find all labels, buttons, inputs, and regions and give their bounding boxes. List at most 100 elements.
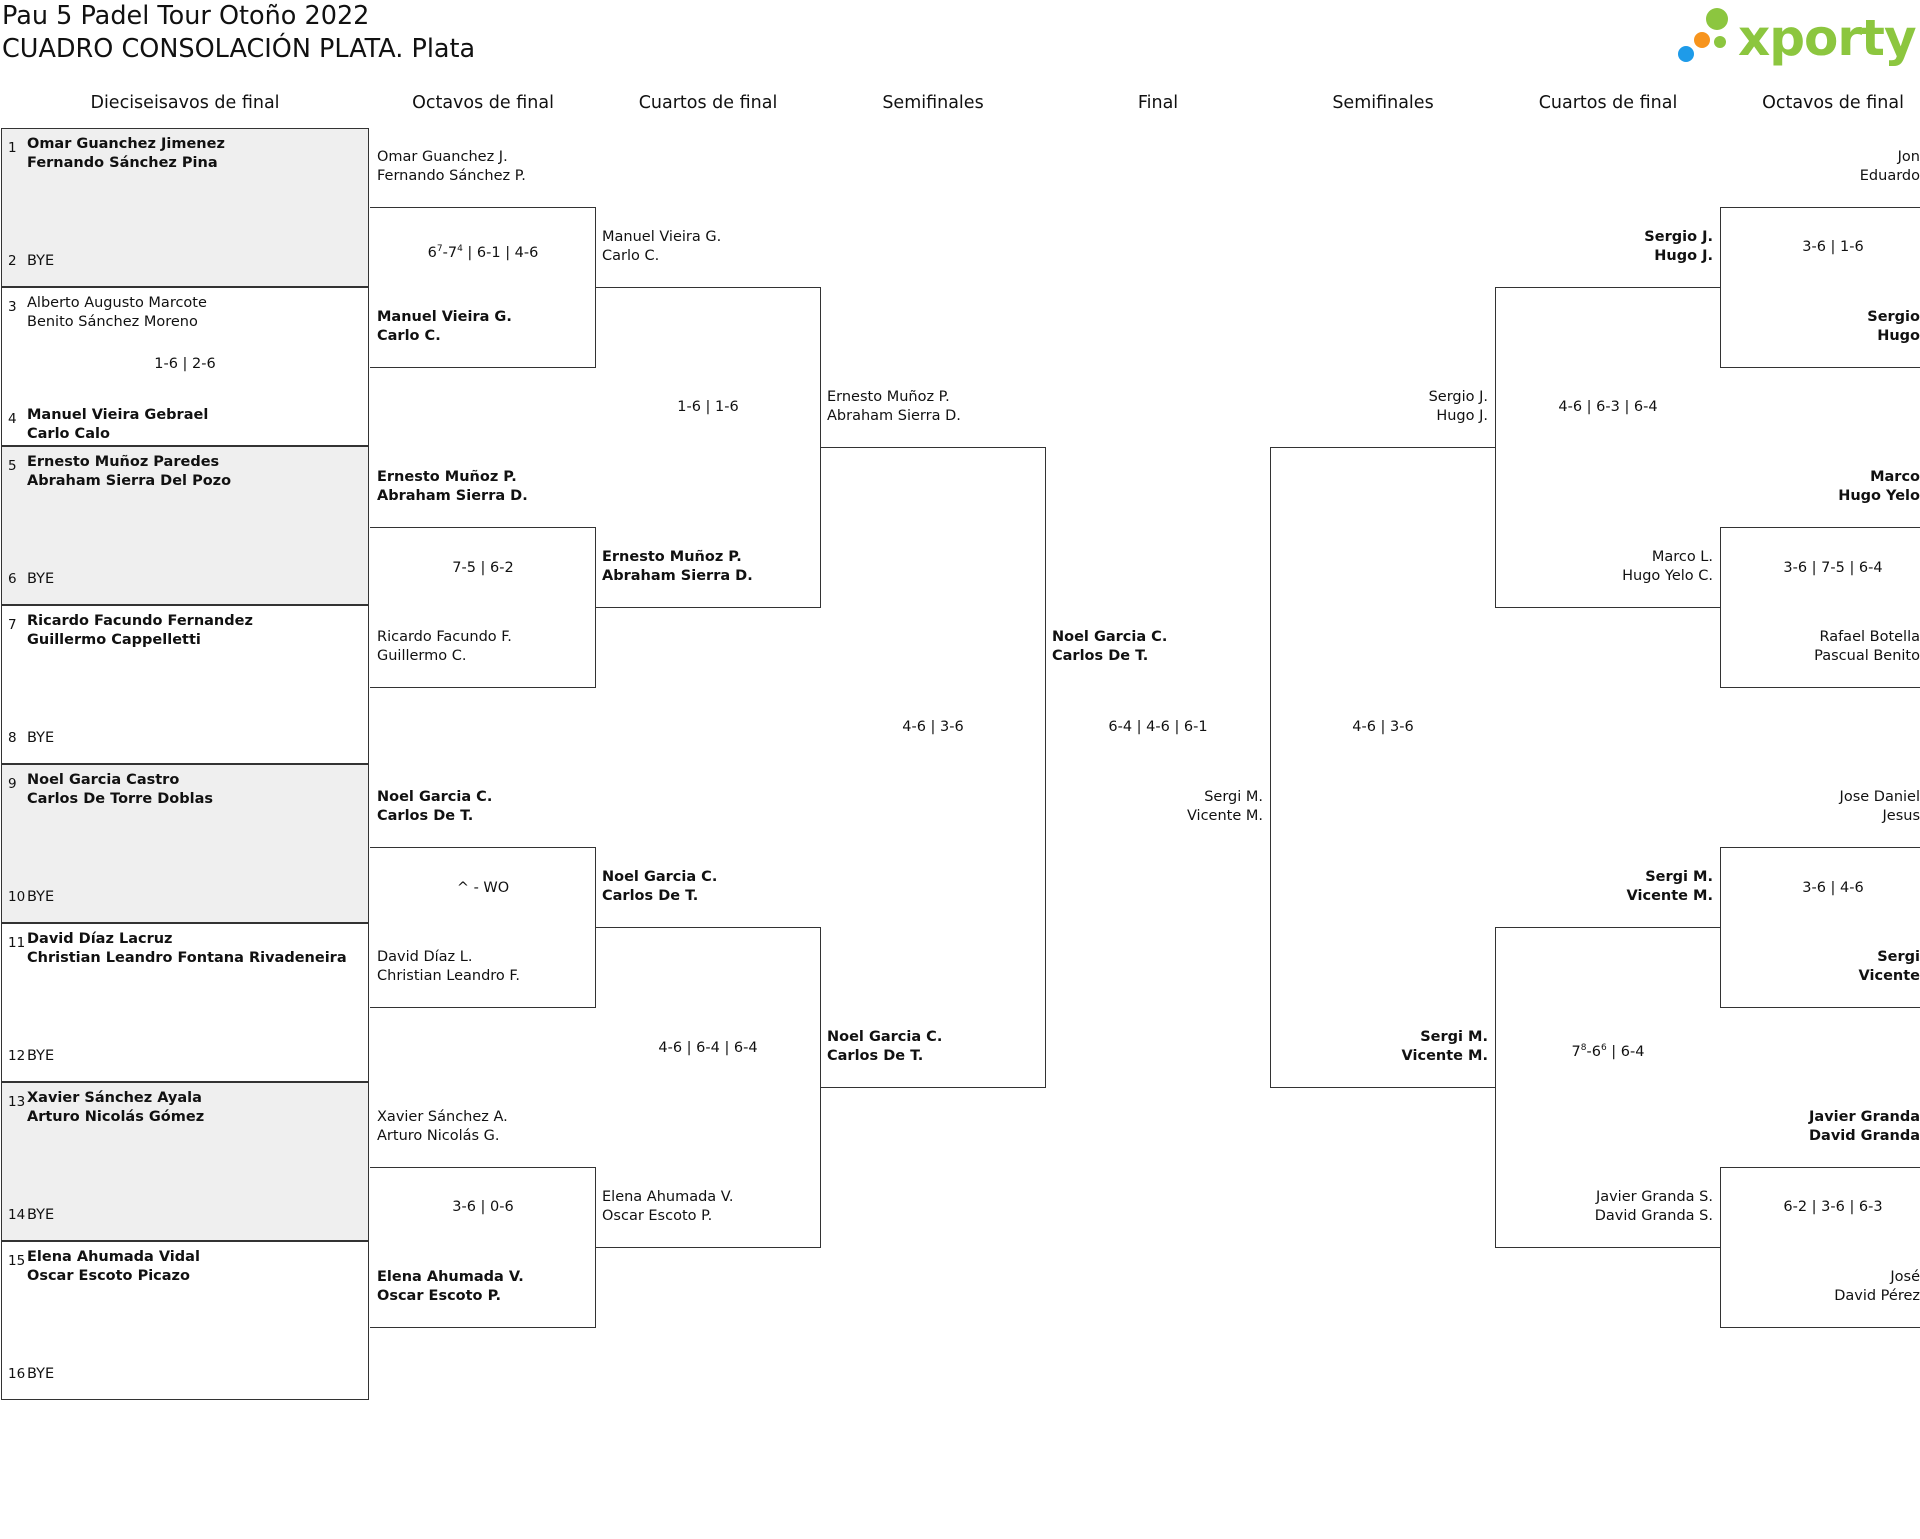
bracket-connector (1720, 207, 1920, 368)
player-name: Elena Ahumada Vidal (27, 1249, 200, 1265)
seed-number: 4 (8, 411, 17, 427)
bye-label: BYE (27, 1366, 55, 1382)
bracket-connector (1720, 527, 1920, 688)
match-score: 78-66 | 6-4 (1571, 1043, 1645, 1060)
bracket-connector (1720, 847, 1920, 1008)
team-entry: Sergi M.Vicente M. (1401, 1029, 1488, 1064)
player-name: Abraham Sierra Del Pozo (27, 473, 232, 489)
bye-label: BYE (27, 571, 55, 587)
seed-number: 14 (8, 1207, 26, 1223)
seed-number: 3 (8, 299, 17, 315)
player-name: Omar Guanchez Jimenez (27, 136, 225, 152)
logo-text: xporty (1738, 9, 1917, 67)
player-name: Carlo Calo (27, 426, 110, 442)
match-score: 4-6 | 3-6 (902, 719, 964, 735)
xporty-logo: xporty (1672, 2, 1917, 72)
logo-dot-green-small (1714, 36, 1726, 48)
team-entry: Ernesto Muñoz P.Abraham Sierra D. (602, 549, 753, 584)
seed-number: 6 (8, 571, 17, 587)
round-header: Octavos de final (412, 93, 554, 113)
seed-number: 8 (8, 730, 17, 746)
player-name: Arturo Nicolás Gómez (27, 1109, 205, 1125)
match-score: 1-6 | 2-6 (154, 356, 216, 372)
team-entry: Sergio J.Hugo J. (1428, 389, 1488, 424)
team-entry: Xavier Sánchez A.Arturo Nicolás G. (377, 1109, 508, 1144)
final-team-entry: Noel Garcia C.Carlos De T. (1052, 629, 1168, 664)
logo-dot-green (1706, 8, 1728, 30)
final-score: 6-4 | 4-6 | 6-1 (1108, 719, 1208, 735)
bracket-connector (1495, 927, 1721, 1248)
player-name: Oscar Escoto Picazo (27, 1268, 190, 1284)
round-header: Cuartos de final (1538, 93, 1678, 113)
team-entry: Noel Garcia C.Carlos De T. (377, 789, 493, 824)
page-subtitle: CUADRO CONSOLACIÓN PLATA. Plata (2, 34, 476, 64)
bye-label: BYE (27, 889, 55, 905)
team-entry: Sergi M.Vicente M. (1626, 869, 1713, 904)
team-entry: Manuel Vieira G.Carlo C. (377, 309, 512, 344)
match-score: 7-5 | 6-2 (452, 560, 514, 576)
seed-number: 11 (8, 935, 26, 951)
final-team-entry: Sergi M.Vicente M. (1186, 789, 1263, 824)
team-entry: Elena Ahumada V.Oscar Escoto P. (602, 1189, 734, 1224)
player-name: Ernesto Muñoz Paredes (27, 454, 220, 470)
player-name: Carlos De Torre Doblas (27, 791, 213, 807)
player-name: Xavier Sánchez Ayala (27, 1090, 202, 1106)
team-entry: Ernesto Muñoz P.Abraham Sierra D. (377, 469, 528, 504)
team-entry: Omar Guanchez J.Fernando Sánchez P. (377, 149, 526, 184)
seed-number: 13 (8, 1094, 26, 1110)
bracket-connector (1720, 1167, 1920, 1328)
bye-label: BYE (27, 253, 55, 269)
team-entry: Sergio J.Hugo J. (1644, 229, 1713, 264)
team-entry: David Díaz L.Christian Leandro F. (377, 949, 521, 984)
bye-label: BYE (27, 730, 55, 746)
player-name: Christian Leandro Fontana Rivadeneira (27, 950, 347, 966)
player-name: Alberto Augusto Marcote (27, 295, 207, 311)
seed-number: 1 (8, 140, 17, 156)
round-header: Dieciseisavos de final (90, 93, 280, 113)
seed-number: 12 (8, 1048, 26, 1064)
match-score: 3-6 | 7-5 | 6-4 (1783, 560, 1883, 576)
team-entry: Noel Garcia C.Carlos De T. (827, 1029, 943, 1064)
match-score: 4-6 | 3-6 (1352, 719, 1414, 735)
bye-label: BYE (27, 1207, 55, 1223)
match-score: 4-6 | 6-3 | 6-4 (1558, 399, 1658, 415)
match-score: 3-6 | 4-6 (1802, 880, 1864, 896)
seed-number: 10 (8, 889, 26, 905)
round-header: Octavos de final (1762, 93, 1904, 113)
seed-number: 2 (8, 253, 17, 269)
team-entry: Noel Garcia C.Carlos De T. (602, 869, 718, 904)
bye-label: BYE (27, 1048, 55, 1064)
round-header: Semifinales (1332, 93, 1434, 113)
match-score: 3-6 | 0-6 (452, 1199, 514, 1215)
bracket-connector (1270, 447, 1496, 1088)
round-header: Cuartos de final (638, 93, 778, 113)
player-name: Fernando Sánchez Pina (27, 155, 218, 171)
bracket-connector (1495, 287, 1721, 608)
team-entry: Ernesto Muñoz P.Abraham Sierra D. (827, 389, 961, 424)
team-entry: Elena Ahumada V.Oscar Escoto P. (377, 1269, 524, 1304)
match-score: 3-6 | 1-6 (1802, 239, 1864, 255)
seed-number: 16 (8, 1366, 26, 1382)
team-entry: Ricardo Facundo F.Guillermo C. (377, 629, 512, 664)
player-name: Benito Sánchez Moreno (27, 314, 198, 330)
seed-number: 15 (8, 1253, 26, 1269)
player-name: David Díaz Lacruz (27, 931, 173, 947)
match-score: 6-2 | 3-6 | 6-3 (1783, 1199, 1883, 1215)
logo-dot-blue (1678, 46, 1694, 62)
logo-dot-orange (1694, 32, 1710, 48)
bracket-connector (820, 447, 1046, 1088)
